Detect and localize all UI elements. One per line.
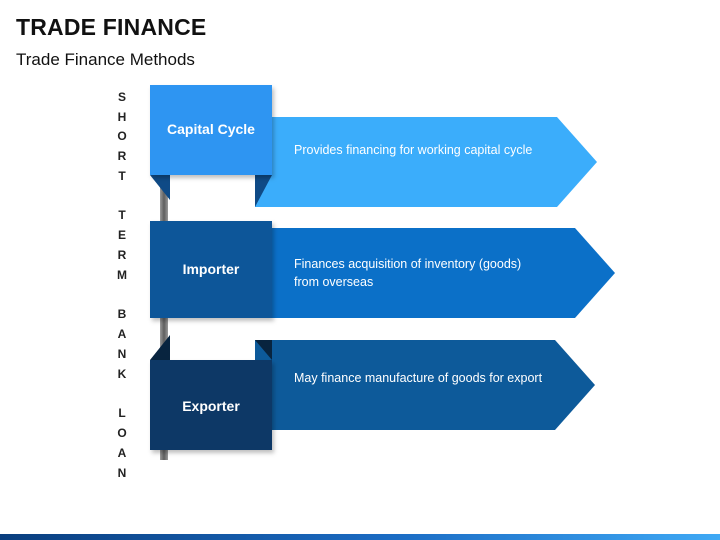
method-label-exporter: Exporter (182, 398, 240, 414)
fold-shadow (255, 340, 272, 360)
side-letter: N (117, 466, 127, 480)
method-row-capital-cycle (150, 85, 597, 207)
side-letter: O (117, 129, 127, 143)
method-box-shape (150, 221, 272, 318)
side-letter: R (117, 248, 127, 262)
method-description-importer: Finances acquisition of inventory (goods… (294, 257, 522, 289)
method-description-capital-cycle: Provides financing for working capital c… (294, 143, 533, 157)
method-label-importer: Importer (182, 261, 240, 277)
method-row-exporter (150, 335, 595, 450)
method-arrow-shape (272, 228, 615, 318)
method-box-shape (150, 85, 272, 175)
method-label-capital-cycle: Capital Cycle (167, 121, 255, 137)
method-box-shape (150, 360, 272, 450)
side-letter: O (117, 426, 127, 440)
fold-shadow (255, 175, 272, 207)
method-description-exporter: May finance manufacture of goods for exp… (294, 371, 543, 385)
side-letter: K (117, 367, 127, 381)
method-arrow-shape (255, 117, 597, 207)
footer-accent-bar (0, 534, 720, 540)
method-row-importer (150, 221, 615, 318)
fold-shadow (150, 175, 170, 200)
side-letter: T (118, 169, 126, 183)
side-letter: T (118, 208, 126, 222)
page-title: TRADE FINANCE (16, 14, 207, 40)
page-subtitle: Trade Finance Methods (16, 50, 195, 69)
side-letter: H (117, 110, 127, 124)
side-letter: R (117, 149, 127, 163)
side-letter: B (117, 307, 127, 321)
side-letter: A (117, 327, 127, 341)
side-letter: S (117, 90, 126, 104)
side-letter: A (117, 446, 127, 460)
side-letter: N (117, 347, 127, 361)
side-letter: E (117, 228, 126, 242)
side-letter: M (117, 268, 127, 282)
side-letter: L (118, 406, 126, 420)
fold-shadow (150, 335, 170, 360)
method-arrow-shape (255, 340, 595, 430)
